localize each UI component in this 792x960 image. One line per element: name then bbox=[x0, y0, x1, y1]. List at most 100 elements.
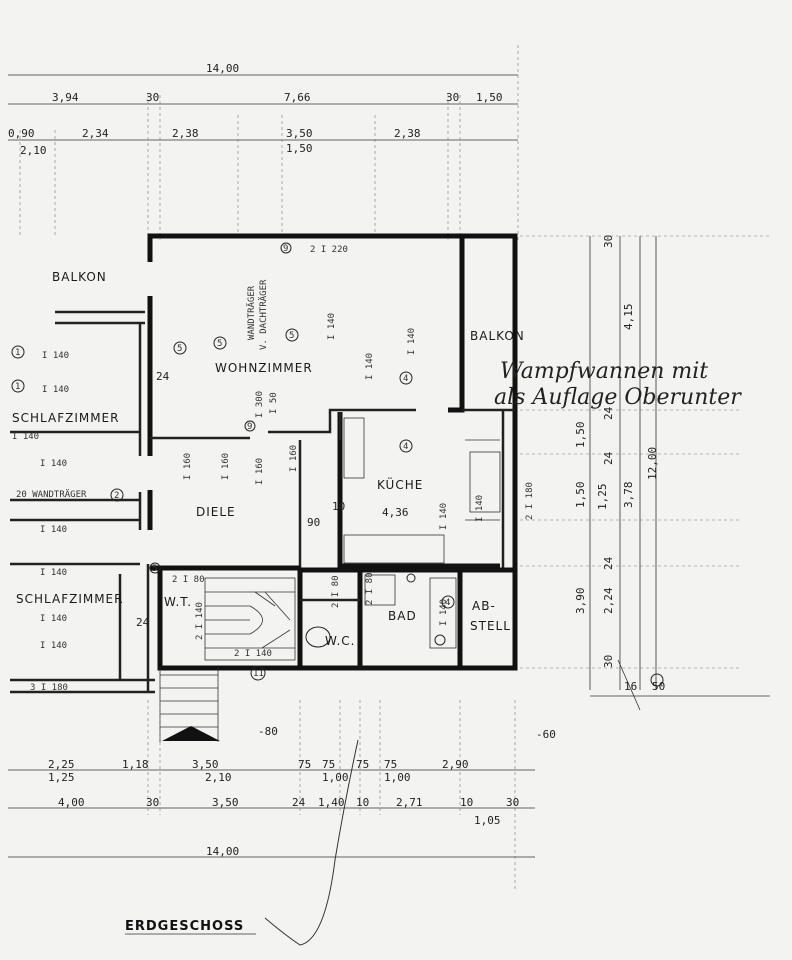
top-dimension-lines bbox=[8, 45, 519, 240]
dim-bottom-c5: 1,40 bbox=[318, 796, 345, 809]
dim-bottom-c9b: 1,05 bbox=[474, 814, 501, 827]
bottom-dimension-lines bbox=[8, 700, 535, 946]
dim-right-r14: 16 bbox=[624, 680, 637, 693]
dim-right-r13: 30 bbox=[602, 655, 615, 668]
room-label-schlafzimmer-2: SCHLAFZIMMER bbox=[16, 592, 123, 606]
dim-right-r1: 30 bbox=[602, 235, 615, 248]
dim-right-r7: 1,25 bbox=[596, 484, 609, 511]
dim-top-d1: 3,94 bbox=[52, 91, 79, 104]
dim-bottom-total: 14,00 bbox=[206, 845, 239, 858]
dim-bottom-c4: 24 bbox=[292, 796, 306, 809]
marker-5-c: 5 bbox=[289, 331, 294, 341]
staircase bbox=[204, 577, 296, 661]
beam-dachtraeger: V. DACHTRÄGER bbox=[258, 279, 269, 350]
beam-i140-left-4: I 140 bbox=[40, 459, 67, 469]
dim-right-r15: 50 bbox=[652, 680, 665, 693]
circled-markers: 5 5 5 4 4 1 1 2 9 9 11 5 4 bbox=[11, 242, 455, 681]
dim-top-s5: 2,38 bbox=[394, 127, 421, 140]
beam-i140-left-8: I 140 bbox=[40, 641, 67, 651]
beam-top: 2 I 220 bbox=[310, 245, 348, 255]
marker-5-d: 5 bbox=[152, 564, 157, 574]
dim-bottom-c7: 2,71 bbox=[396, 796, 423, 809]
beam-i50: I 50 bbox=[269, 392, 279, 414]
dim-interior-24b: 24 bbox=[136, 616, 150, 629]
marker-1-a: 1 bbox=[15, 348, 20, 358]
dim-bottom-c8: 10 bbox=[460, 796, 473, 809]
entrance-steps bbox=[159, 668, 219, 742]
marker-2: 2 bbox=[114, 491, 119, 501]
dim-bottom-b5: 75 bbox=[322, 758, 335, 771]
beam-stair-top: 2 I 80 bbox=[172, 575, 205, 585]
beam-i140-left-6: I 140 bbox=[40, 568, 67, 578]
marker-5-b: 5 bbox=[217, 339, 222, 349]
dim-bottom-b7: 75 bbox=[384, 758, 397, 771]
beam-i140-b: I 140 bbox=[365, 353, 375, 380]
entrance-arrow-icon bbox=[162, 726, 220, 741]
beam-bad-right: I 140 bbox=[439, 599, 449, 626]
beam-i140-left-7: I 140 bbox=[40, 614, 67, 624]
marker-1-b: 1 bbox=[15, 382, 20, 392]
dim-right-r9: 12,00 bbox=[646, 447, 659, 480]
dim-bottom-c9: 30 bbox=[506, 796, 519, 809]
dim-right-r8: 3,78 bbox=[622, 482, 635, 509]
marker-4-c: 4 bbox=[445, 598, 450, 608]
dim-top-s1b: 2,10 bbox=[20, 144, 47, 157]
dim-top-d4: 30 bbox=[446, 91, 459, 104]
beam-i140-a: I 140 bbox=[327, 313, 337, 340]
marker-11: 11 bbox=[253, 669, 264, 679]
dim-bottom-b1: 2,25 bbox=[48, 758, 75, 771]
dim-interior-90: 90 bbox=[307, 516, 320, 529]
beam-bad: 2 I 80 bbox=[365, 572, 375, 605]
kitchen-furniture bbox=[343, 417, 501, 564]
marker-9-b: 9 bbox=[247, 422, 252, 432]
beam-i160-d: I 160 bbox=[289, 445, 299, 472]
dim-top-s4b: 1,50 bbox=[286, 142, 313, 155]
beam-i140-c: I 140 bbox=[407, 328, 417, 355]
dim-bottom-b2: 1,18 bbox=[122, 758, 149, 771]
beam-wandtraeger-left: 20 WANDTRÄGER bbox=[16, 489, 87, 500]
handwritten-note-line-2: als Auflage Oberunter bbox=[494, 385, 742, 410]
room-label-kueche: KÜCHE bbox=[377, 476, 423, 492]
dim-bottom-minus60: -60 bbox=[536, 728, 556, 741]
beam-i160-c: I 160 bbox=[255, 458, 265, 485]
room-label-abstell-2: STELL bbox=[470, 619, 511, 633]
room-label-wohnzimmer: WOHNZIMMER bbox=[215, 361, 313, 375]
dim-top-d5: 1,50 bbox=[476, 91, 503, 104]
dim-bottom-b4: 75 bbox=[298, 758, 311, 771]
room-label-schlafzimmer-1: SCHLAFZIMMER bbox=[12, 411, 119, 425]
beam-labels: 2 I 220 WANDTRÄGER V. DACHTRÄGER I 140 I… bbox=[12, 245, 535, 693]
beam-i140-left-3: I 140 bbox=[12, 432, 39, 442]
room-label-wc-hall: W.T. bbox=[164, 595, 192, 609]
beam-wandtraeger: WANDTRÄGER bbox=[246, 285, 257, 340]
beam-i160-a: I 160 bbox=[183, 453, 193, 480]
dim-top-s2: 2,34 bbox=[82, 127, 109, 140]
marker-4-a: 4 bbox=[403, 374, 408, 384]
right-dims: 30 4,15 24 1,50 24 1,50 1,25 3,78 12,00 … bbox=[574, 235, 665, 693]
dim-top-s4: 3,50 bbox=[286, 127, 313, 140]
dim-bottom-c3: 3,50 bbox=[212, 796, 239, 809]
beam-i140-kueche-2: I 140 bbox=[475, 495, 485, 522]
dim-bottom-c2: 30 bbox=[146, 796, 159, 809]
dim-bottom-b1b: 1,25 bbox=[48, 771, 75, 784]
dim-right-r6: 1,50 bbox=[574, 482, 587, 509]
dim-top-total: 14,00 bbox=[206, 62, 239, 75]
dim-bottom-c6: 10 bbox=[356, 796, 369, 809]
room-label-bad: BAD bbox=[388, 609, 417, 623]
room-label-balkon-left: BALKON bbox=[52, 270, 107, 284]
dim-right-r11: 3,90 bbox=[574, 588, 587, 615]
beam-i160-b: I 160 bbox=[221, 453, 231, 480]
dim-top-d2: 30 bbox=[146, 91, 159, 104]
dim-right-r2: 4,15 bbox=[622, 304, 635, 331]
bath-fixtures bbox=[305, 573, 457, 649]
dim-bottom-b3: 3,50 bbox=[192, 758, 219, 771]
dim-bottom-minus80: -80 bbox=[258, 725, 278, 738]
beam-stair-bottom: 2 I 140 bbox=[234, 649, 272, 659]
dim-right-r3: 24 bbox=[602, 406, 615, 420]
room-label-diele: DIELE bbox=[196, 505, 236, 519]
marker-9-a: 9 bbox=[283, 244, 288, 254]
dim-top-d3: 7,66 bbox=[284, 91, 311, 104]
dim-top-s3: 2,38 bbox=[172, 127, 199, 140]
beam-stair: 2 I 140 bbox=[195, 602, 205, 640]
dim-bottom-b6: 75 bbox=[356, 758, 369, 771]
